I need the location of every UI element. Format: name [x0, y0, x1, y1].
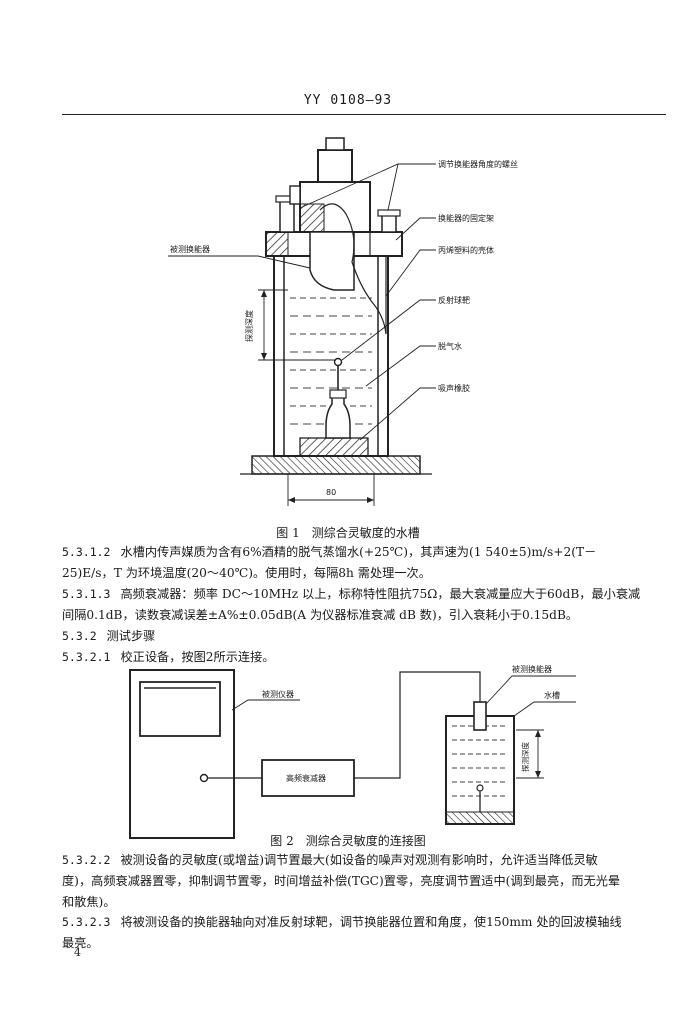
fig2-label-instrument: 被测仪器	[262, 689, 294, 699]
section-text: 高频衰减器：频率 DC～10MHz 以上，标称特性阻抗75Ω，最大衰减量应大于6…	[120, 587, 641, 601]
transducer-fig2	[473, 701, 487, 731]
section-5-3-2-1: 5.3.2.1 校正设备，按图2所示连接。	[62, 647, 674, 668]
section-text: 校正设备，按图2所示连接。	[120, 650, 275, 664]
fig1-label-shell: 丙烯塑料的壳体	[438, 245, 494, 255]
figure-2-caption: 图 2 测综合灵敏度的连接图	[270, 834, 426, 848]
attenuator-box	[261, 759, 355, 797]
section-heading: 测试步骤	[106, 629, 156, 643]
instrument-port	[199, 773, 209, 783]
header-rule	[62, 114, 666, 115]
shell-cutaway	[319, 203, 387, 335]
section-text-cont: 最亮。	[62, 936, 99, 950]
section-text-cont: 和散焦)。	[62, 895, 116, 909]
sound-absorber-block	[299, 437, 369, 457]
reflector-stand	[325, 395, 351, 439]
fig1-label-transducer: 被测换能器	[170, 244, 210, 254]
fig1-label-reflector: 反射球靶	[438, 295, 470, 305]
section-text: 被测设备的灵敏度(或增益)调节置最大(如设备的噪声对观测有影响时，允许适当降低灵…	[120, 853, 598, 867]
fig1-label-adjust-screw: 调节换能器角度的螺丝	[438, 159, 518, 169]
section-number: 5.3.2.1	[62, 650, 111, 664]
section-text-cont: 25)E/s，T 为环境温度(20～40℃)。使用时，每隔8h 需处理一次。	[62, 566, 431, 580]
screw-left	[279, 199, 295, 233]
fig2-label-attenuator: 高频衰减器	[286, 773, 326, 783]
section-number: 5.3.2	[62, 629, 97, 643]
cable	[354, 671, 481, 779]
section-5-3-2-3: 5.3.2.3 将被测设备的换能器轴向对准反射球靶，调节换能器位置和角度，使150…	[62, 912, 674, 954]
tank-bottom-absorber	[445, 811, 515, 825]
fig2-label-transducer: 被测换能器	[512, 664, 552, 674]
section-text: 将被测设备的换能器轴向对准反射球靶，调节换能器位置和角度，使150mm 处的回波…	[120, 915, 622, 929]
section-5-3-1-3: 5.3.1.3 高频衰减器：频率 DC～10MHz 以上，标称特性阻抗75Ω，最大…	[62, 584, 674, 626]
reflector-sphere	[333, 357, 343, 367]
section-5-3-2-2: 5.3.2.2 被测设备的灵敏度(或增益)调节置最大(如设备的噪声对观测有影响时，…	[62, 850, 674, 913]
fig1-label-depth: 探测深度	[244, 310, 254, 342]
fig2-label-tank: 水槽	[544, 690, 560, 700]
transducer-cap	[317, 149, 353, 183]
fig1-label-absorber: 吸声橡胶	[438, 383, 470, 393]
section-text-cont: 度)，高频衰减器置零，抑制调节置零，时间增益补偿(TGC)置零，亮度调节置适中(…	[62, 874, 621, 888]
reflector-fig2	[476, 784, 484, 792]
section-number: 5.3.2.3	[62, 915, 111, 929]
fig2-label-depth: 探测深度	[520, 742, 530, 772]
fig1-label-width: 80	[326, 488, 336, 497]
section-text-cont: 间隔0.1dB，读数衰减误差±A%±0.05dB(A 为仪器标准衰减 dB 数)…	[62, 608, 579, 622]
figure-1-caption: 图 1 测综合灵敏度的水槽	[276, 526, 420, 540]
section-5-3-1-2: 5.3.1.2 水槽内传声媒质为含有6%酒精的脱气蒸馏水(+25℃)，其声速为(1…	[62, 542, 674, 584]
section-text: 水槽内传声媒质为含有6%酒精的脱气蒸馏水(+25℃)，其声速为(1 540±5)…	[120, 545, 597, 559]
transducer-body	[309, 231, 355, 291]
instrument-screen	[139, 681, 221, 737]
figure-2-connection-diagram: 高频衰减器 探测深度 被测仪器 被测换能器 水槽	[129, 664, 576, 839]
base-plate	[251, 455, 421, 475]
section-number: 5.3.1.2	[62, 545, 111, 559]
screw-right	[381, 213, 397, 233]
fig1-label-water: 脱气水	[438, 341, 462, 351]
section-number: 5.3.2.2	[62, 853, 111, 867]
fig1-label-holder: 换能器的固定架	[438, 213, 494, 223]
standard-number-header: YY 0108—93	[303, 93, 393, 108]
section-number: 5.3.1.3	[62, 587, 111, 601]
section-5-3-2: 5.3.2 测试步骤	[62, 626, 674, 647]
page-number: 4	[74, 946, 81, 959]
